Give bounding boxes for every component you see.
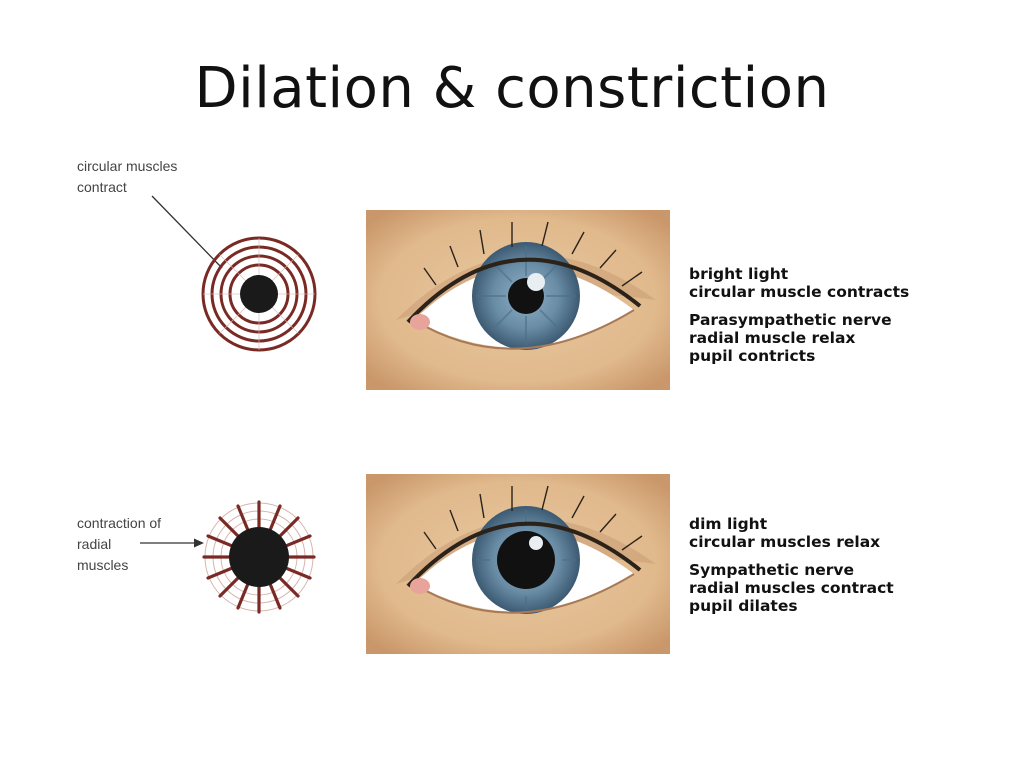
pupil-dilates-label: pupil dilates xyxy=(689,597,798,615)
constricted-pupil xyxy=(240,275,278,313)
dilated-pupil xyxy=(229,527,289,587)
circular-muscles-relax-label: circular muscles relax xyxy=(689,533,881,551)
circular-muscles-label: circular muscles contract xyxy=(77,158,178,195)
parasympathetic-nerve-label: Parasympathetic nerve xyxy=(689,311,892,329)
slide-title: Dilation & constriction xyxy=(194,56,830,121)
radial-muscles-contract-label: radial muscles contract xyxy=(689,579,894,597)
radial-muscle-diagram xyxy=(202,500,316,614)
constriction-notes: bright light circular muscle contracts P… xyxy=(689,265,909,365)
circular-muscle-contracts-label: circular muscle contracts xyxy=(689,283,910,301)
dilation-notes: dim light circular muscles relax Sympath… xyxy=(689,515,894,615)
constricted-eye-illustration xyxy=(366,210,670,390)
bright-light-label: bright light xyxy=(689,265,789,283)
sympathetic-nerve-label: Sympathetic nerve xyxy=(689,561,855,579)
radial-muscles-label: contraction of radial muscles xyxy=(77,515,162,573)
radial-muscle-relax-label: radial muscle relax xyxy=(689,329,856,347)
pupil-contricts-label: pupil contricts xyxy=(689,347,816,365)
dilated-eye-illustration xyxy=(366,474,670,654)
dim-light-label: dim light xyxy=(689,515,768,533)
circular-muscle-diagram xyxy=(201,236,317,352)
